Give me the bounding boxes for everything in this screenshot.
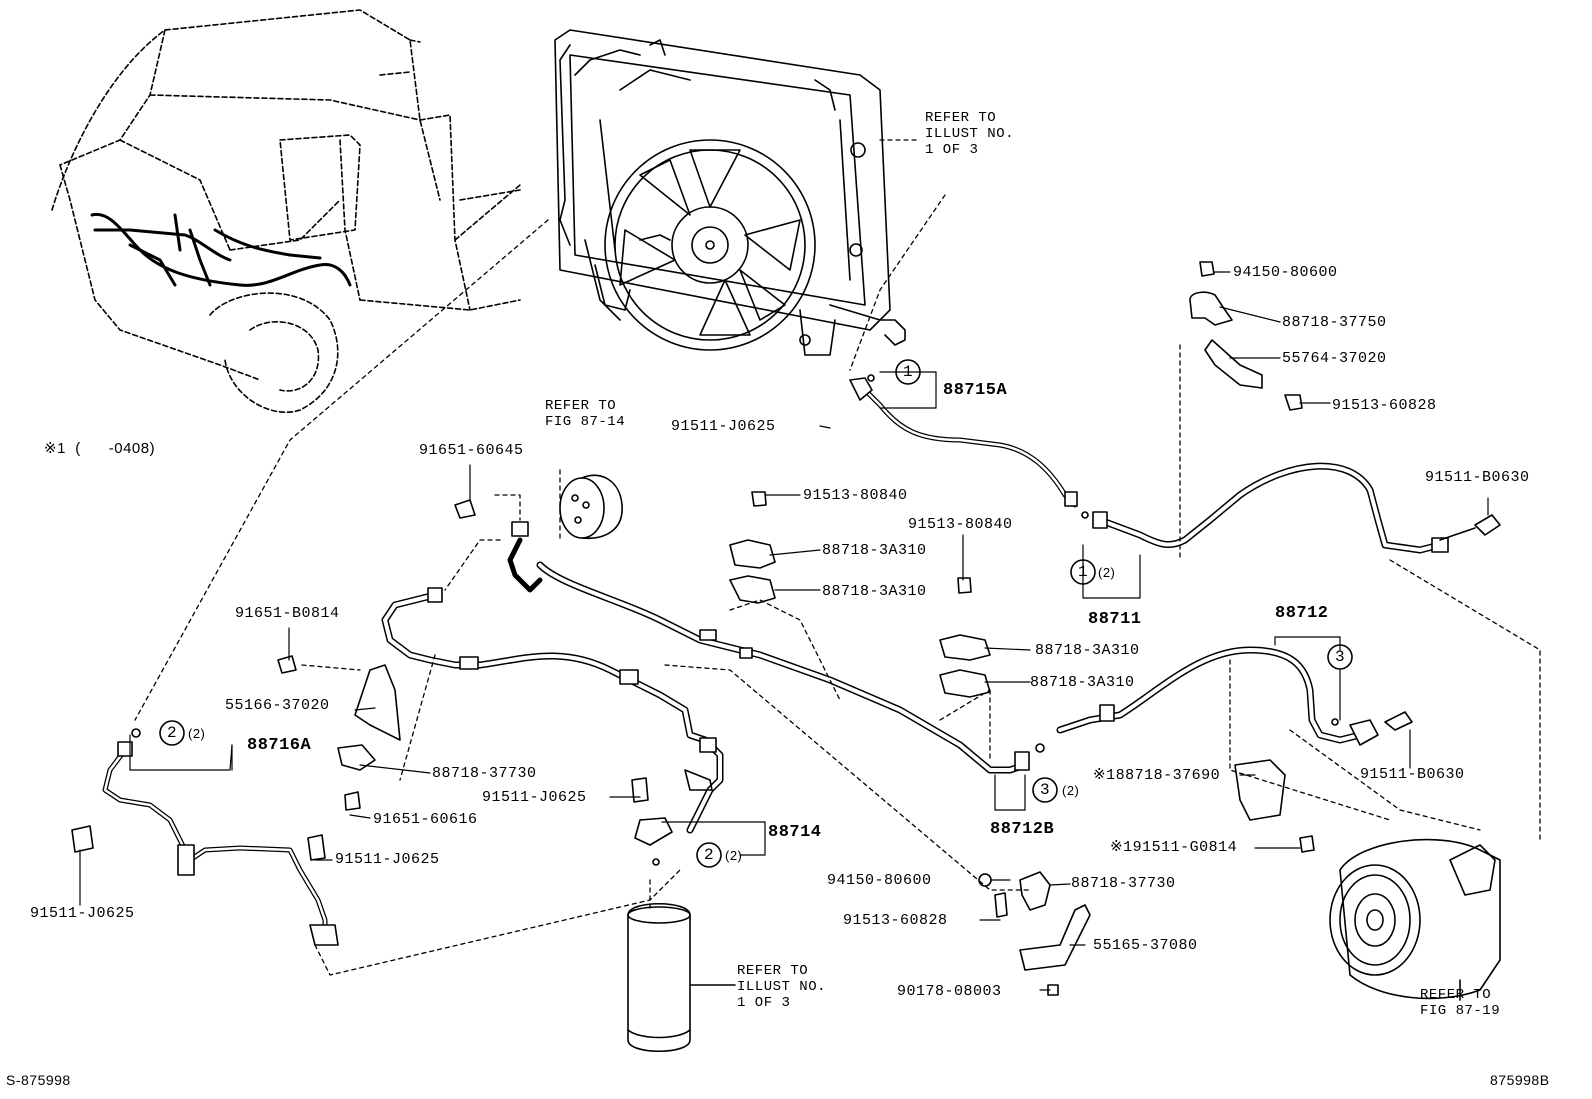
qty-label: (2) (1098, 565, 1116, 580)
line-88715A (849, 374, 1078, 508)
footnote: ※1 ( -0408) (44, 440, 156, 457)
part-label-55166-37020: 55166-37020 (225, 697, 330, 714)
clamp-parts-top-right (1189, 261, 1303, 411)
condenser-fan-assembly (554, 29, 906, 356)
left-leaders (301, 469, 1031, 976)
callout-number: 1 (903, 363, 914, 381)
part-label-91513-80840: 91513-80840 (908, 516, 1013, 533)
part-label-55764-37020: 55764-37020 (1282, 350, 1387, 367)
clamps-center (729, 491, 991, 698)
part-label-88718-37730: 88718-37730 (1071, 875, 1176, 892)
hose-88716A-lower (102, 728, 339, 946)
part-label-88718-3A310: 88718-3A310 (822, 542, 927, 559)
part-label-91513-80840: 91513-80840 (803, 487, 908, 504)
callout-number: 2 (167, 724, 178, 742)
refer-note-receiver: REFER TO ILLUST NO. 1 OF 3 (737, 963, 827, 1011)
part-label-91511-J0625: 91511-J0625 (671, 418, 776, 435)
part-label-88718-3A310: 88718-3A310 (822, 583, 927, 600)
callout-2-88716A (159, 720, 185, 746)
left-fasteners (71, 499, 1339, 866)
callout-number: 1 (1078, 563, 1089, 581)
part-label-91651-B0814: 91651-B0814 (235, 605, 340, 622)
part-label-88711: 88711 (1088, 610, 1142, 629)
part-label-88718-37730: 88718-37730 (432, 765, 537, 782)
suction-line (507, 521, 1045, 774)
corner-right-code: 875998B (1490, 1072, 1550, 1088)
compressor (1329, 838, 1501, 1001)
hose-88716A-assembly (381, 587, 724, 846)
callout-2-88714 (696, 842, 722, 868)
callout-3-88712B (1032, 777, 1058, 803)
refer-note-fan: REFER TO ILLUST NO. 1 OF 3 (925, 110, 1015, 158)
part-label-91651-60645: 91651-60645 (419, 442, 524, 459)
hose-88712 (1056, 646, 1413, 746)
callout-1-88711 (1070, 559, 1096, 585)
part-label-91513-60828: 91513-60828 (843, 912, 948, 929)
part-label-94150-80600: 94150-80600 (827, 872, 932, 889)
qty-label: (2) (725, 848, 743, 863)
label-leaders (79, 271, 1489, 991)
refer-note-fig-87-14: REFER TO FIG 87-14 (545, 398, 626, 430)
part-label-91511-J0625: 91511-J0625 (30, 905, 135, 922)
part-label-88715A: 88715A (943, 381, 1008, 400)
qty-label: (2) (188, 726, 206, 741)
part-label-88716A: 88716A (247, 736, 312, 755)
part-label-88718-37750: 88718-37750 (1282, 314, 1387, 331)
part-label-91511-B0630: 91511-B0630 (1360, 766, 1465, 783)
vehicle-ac-lines (90, 212, 352, 287)
right-leaders (939, 344, 1541, 841)
part-label-88714: 88714 (768, 823, 822, 842)
hose-88711 (1092, 462, 1449, 554)
refer-note-fig-87-19: REFER TO FIG 87-19 (1420, 987, 1501, 1019)
callout-number: 2 (704, 846, 715, 864)
callout-1-top (895, 359, 921, 385)
part-label-55165-37080: 55165-37080 (1093, 937, 1198, 954)
part-label-91651-60616: 91651-60616 (373, 811, 478, 828)
bottom-brackets (978, 759, 1315, 996)
callout-3-88712 (1327, 644, 1353, 670)
callout-number: 3 (1335, 648, 1346, 666)
part-label-88712: 88712 (1275, 604, 1329, 623)
part-label-88718-37690: ※188718-37690 (1093, 767, 1221, 784)
part-label-91513-60828: 91513-60828 (1332, 397, 1437, 414)
part-label-88712B: 88712B (990, 820, 1055, 839)
part-label-94150-80600: 94150-80600 (1233, 264, 1338, 281)
part-label-90178-08003: 90178-08003 (897, 983, 1002, 1000)
callout-circles (159, 359, 1353, 868)
pulley-ref (559, 474, 623, 540)
part-label-91511-G0814: ※191511-G0814 (1110, 839, 1238, 856)
vehicle-outline (51, 9, 521, 413)
corner-left-code: S-875998 (6, 1072, 71, 1088)
receiver-dryer (627, 902, 736, 1053)
condenser-leaders (134, 139, 946, 721)
qty-label: (2) (1062, 783, 1080, 798)
bolt-91511-B0630-top (1474, 514, 1501, 536)
part-label-88718-3A310: 88718-3A310 (1030, 674, 1135, 691)
part-label-91511-J0625: 91511-J0625 (482, 789, 587, 806)
part-label-88718-3A310: 88718-3A310 (1035, 642, 1140, 659)
part-label-91511-J0625: 91511-J0625 (335, 851, 440, 868)
callout-number: 3 (1040, 781, 1051, 799)
part-label-91511-B0630: 91511-B0630 (1425, 469, 1530, 486)
